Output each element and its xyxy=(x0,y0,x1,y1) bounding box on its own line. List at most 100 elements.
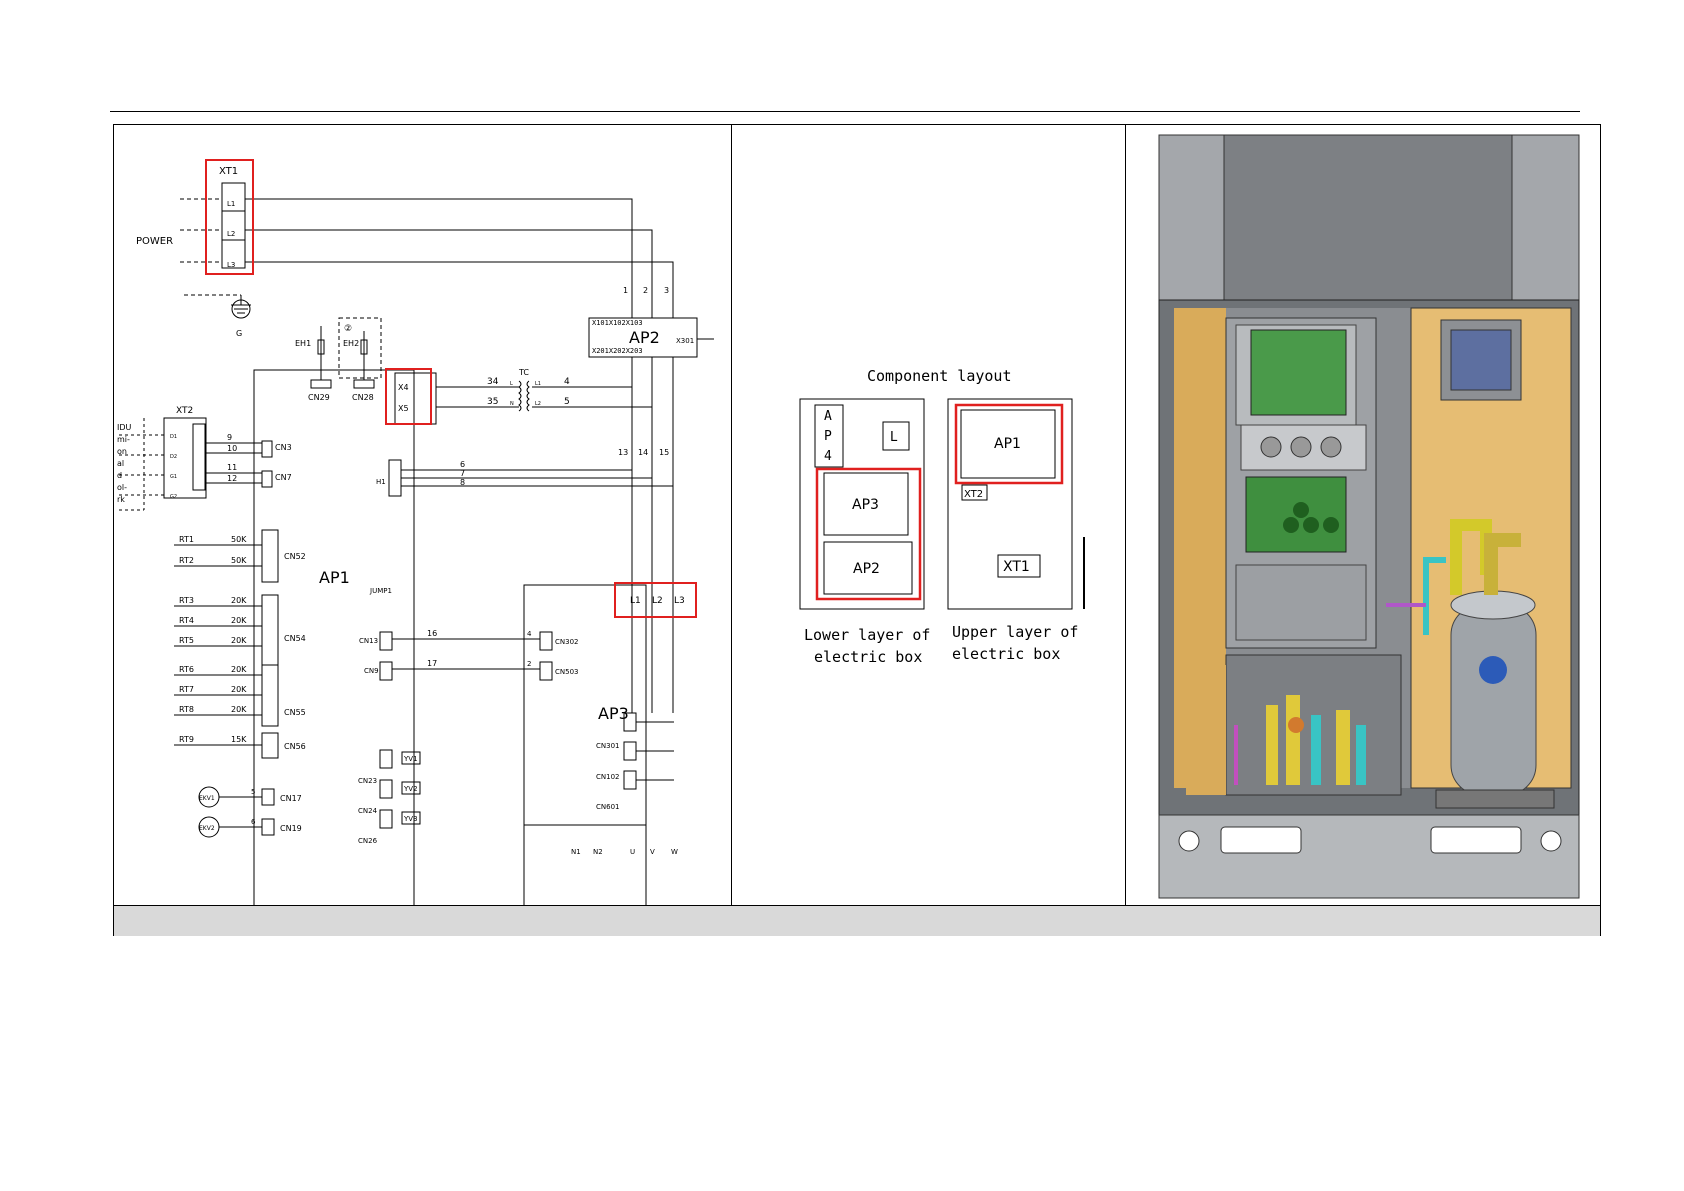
tc-label: TC xyxy=(518,368,529,377)
ekv2-label: EKV2 xyxy=(199,825,215,832)
cn7-label: CN7 xyxy=(275,473,292,482)
cn302-label: CN302 xyxy=(555,638,579,646)
xt1-layout-label: XT1 xyxy=(1003,559,1030,575)
idu-text: on xyxy=(117,447,127,456)
cn55-label: CN55 xyxy=(284,708,306,717)
ground-label: G xyxy=(236,329,242,338)
upper-highlight xyxy=(954,403,1064,485)
x4-label: X4 xyxy=(398,383,409,392)
rt4-value: 20K xyxy=(231,616,247,625)
rt6-label: RT6 xyxy=(179,665,194,674)
upper-caption-2: electric box xyxy=(952,645,1060,663)
xt2-pin-d1: D1 xyxy=(170,434,177,440)
jump1-label: JUMP1 xyxy=(369,587,392,595)
x4-x5-highlight xyxy=(385,368,432,425)
ap2-top-terminals: X101X102X103 xyxy=(592,319,643,327)
ap3-l2: L2 xyxy=(652,596,663,606)
wire-11: 11 xyxy=(227,463,237,472)
cn13-label: CN13 xyxy=(359,637,378,645)
cn52-label: CN52 xyxy=(284,552,306,561)
wire-16: 16 xyxy=(427,629,437,638)
rt3-value: 20K xyxy=(231,596,247,605)
cn9-label: CN9 xyxy=(364,667,379,675)
tc-l2-label: L2 xyxy=(535,401,541,407)
cn29-label: CN29 xyxy=(308,393,330,402)
wire-10: 10 xyxy=(227,444,237,453)
tc-l1-label: L1 xyxy=(535,381,541,387)
rt1-label: RT1 xyxy=(179,535,194,544)
ap3-power-highlight xyxy=(614,582,697,618)
component-layout-title: Component layout xyxy=(867,367,1012,385)
wire-6: 6 xyxy=(460,460,465,469)
xt1-layout-box xyxy=(997,554,1041,578)
header-rule xyxy=(110,111,1580,112)
rt5-label: RT5 xyxy=(179,636,194,645)
yv3-label: YV3 xyxy=(403,815,418,823)
rt1-value: 50K xyxy=(231,535,247,544)
xt2-pin-g2: G2 xyxy=(170,494,177,500)
xt1-label: XT1 xyxy=(219,166,238,177)
ap3-l3: L3 xyxy=(674,596,685,606)
cn17-label: CN17 xyxy=(280,794,302,803)
rt7-value: 20K xyxy=(231,685,247,694)
ap4-4: 4 xyxy=(824,449,832,464)
ap1-board xyxy=(253,369,415,905)
eh2-label: EH2 xyxy=(343,339,359,348)
idu-text: ol- xyxy=(117,483,127,492)
ap3-label: AP3 xyxy=(598,704,629,723)
wire-4b: 4 xyxy=(527,630,532,638)
figure-frame: XT1 L1 L2 L3 POWER G EH1 EH2 ② CN29 CN28… xyxy=(113,124,1601,936)
wire-35: 35 xyxy=(487,397,498,407)
eh1-label: EH1 xyxy=(295,339,311,348)
xt2-pin-g1: G1 xyxy=(170,474,177,480)
ekv1-label: EKV1 xyxy=(199,795,215,802)
panel-divider xyxy=(1125,125,1126,905)
xt1-terminal-block xyxy=(221,182,246,269)
cn102-label: CN102 xyxy=(596,773,620,781)
rt2-value: 50K xyxy=(231,556,247,565)
cn301-label: CN301 xyxy=(596,742,620,750)
idu-text: rk xyxy=(117,495,125,504)
wire-4: 4 xyxy=(564,377,570,387)
ap3-u: U xyxy=(630,848,635,856)
lower-caption-1: Lower layer of xyxy=(804,626,930,644)
cn19-label: CN19 xyxy=(280,824,302,833)
lower-highlight xyxy=(815,467,922,601)
wire-12: 12 xyxy=(227,474,237,483)
idu-text: al xyxy=(117,459,124,468)
x5-label: X5 xyxy=(398,404,409,413)
rt8-label: RT8 xyxy=(179,705,194,714)
cn3-label: CN3 xyxy=(275,443,292,452)
rt3-label: RT3 xyxy=(179,596,194,605)
caption-bar xyxy=(114,905,1600,936)
ap2-bottom-terminals: X201X202X203 xyxy=(592,347,643,355)
cn26-label: CN26 xyxy=(358,837,378,845)
ap1-label: AP1 xyxy=(319,568,350,587)
ap2-layout-box xyxy=(823,541,913,595)
ap2-label: AP2 xyxy=(629,328,660,347)
panel-divider xyxy=(731,125,732,905)
rt5-value: 20K xyxy=(231,636,247,645)
ap2-board xyxy=(588,317,698,358)
wire-7: 7 xyxy=(460,469,465,478)
wire-34: 34 xyxy=(487,377,499,387)
power-label: POWER xyxy=(136,236,173,247)
xt1-l2: L2 xyxy=(227,230,235,238)
ap1-layout-label: AP1 xyxy=(994,436,1021,452)
rt7-label: RT7 xyxy=(179,685,194,694)
rt2-label: RT2 xyxy=(179,556,194,565)
xt1-highlight xyxy=(205,159,254,275)
ap4-a: A xyxy=(824,409,832,424)
xt2-pin-d2: D2 xyxy=(170,454,177,460)
l-box xyxy=(882,421,910,451)
ap3-layout-box xyxy=(823,472,909,536)
cn601-label: CN601 xyxy=(596,803,620,811)
wire-14: 14 xyxy=(638,448,648,457)
x301-label: X301 xyxy=(676,337,694,345)
wire-1: 1 xyxy=(623,286,628,295)
wire-3: 3 xyxy=(664,286,669,295)
tc-n-label: N xyxy=(510,401,514,407)
l-label: L xyxy=(890,430,898,445)
wire-15: 15 xyxy=(659,448,669,457)
ap3-n2: N2 xyxy=(593,848,603,856)
